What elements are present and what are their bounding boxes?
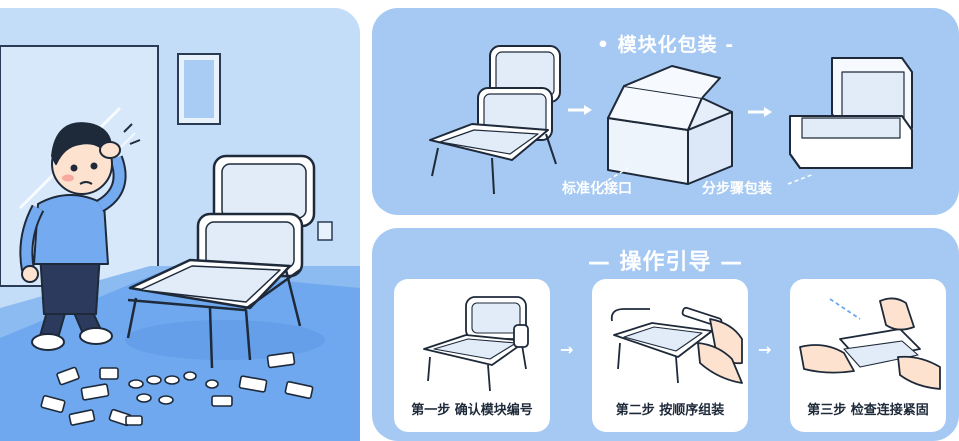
step-label: 第三步 检查连接紧固 (807, 403, 929, 418)
section-title: • 模块化包装 - (596, 34, 735, 56)
chair (126, 154, 316, 369)
arrow-right-icon (568, 105, 592, 115)
packed-box-illustration (789, 57, 913, 169)
section-title: — 操作引导 — (587, 250, 744, 275)
assembly-illustration (610, 306, 743, 384)
tighten-connection-illustration (799, 297, 941, 390)
standard-interface-label: 标准化接口 (562, 181, 632, 197)
assembly-scene (0, 8, 360, 441)
step-label: 第一步 确认模块编号 (411, 403, 533, 418)
step-card-1: 第一步 确认模块编号 (394, 279, 550, 432)
chair-check-illustration (423, 296, 529, 392)
operation-guide-section: — 操作引导 — 第一步 确认模块编号 → (372, 228, 959, 441)
arrow-right-icon: → (560, 340, 574, 359)
arrow-right-icon (748, 107, 772, 117)
wall-outlet (317, 221, 333, 241)
scattered-parts (40, 351, 314, 427)
dashed-callout-lines (601, 167, 815, 185)
step-label: 第二步 按顺序组装 (615, 403, 725, 418)
step-card-3: 第三步 检查连接紧固 (790, 279, 946, 432)
step-card-2: 第二步 按顺序组装 (592, 279, 748, 432)
step-packaging-label: 分步骤包装 (702, 181, 772, 197)
packaging-diagram (429, 45, 913, 195)
arrow-right-icon: → (758, 340, 772, 359)
modular-packaging-section: • 模块化包装 - (372, 8, 959, 215)
chair-illustration (429, 45, 561, 195)
open-box-illustration (607, 65, 733, 185)
confused-person (19, 122, 141, 351)
confused-user-illustration (0, 8, 360, 441)
